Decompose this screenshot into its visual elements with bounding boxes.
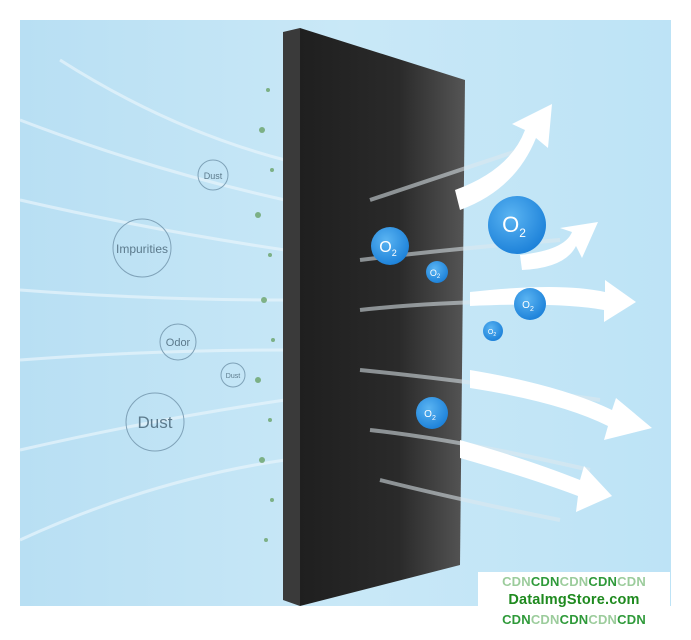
pollutant-label-dust: Dust [226,373,240,380]
watermark-line-1: CDNCDNCDNCDNCDN [502,574,646,589]
pollutant-circles [112,159,246,452]
fresh-air-arrows [455,104,652,512]
dust-particles [255,88,275,542]
pollutant-label-impurities: Impurities [116,242,168,256]
oxygen-label: O2 [379,239,396,258]
filter-edge [283,28,300,606]
pollutant-label-dust: Dust [138,413,173,432]
arrow-icon [470,370,652,440]
arrow-icon [455,104,552,210]
oxygen-bubbles [371,196,546,429]
arrow-icon [460,440,612,512]
watermark-site: DataImgStore.com [508,592,640,608]
airflow-streaks-left [19,58,286,542]
arrow-icon [520,222,598,270]
oxygen-label: O2 [522,300,534,313]
filter-panel [300,28,465,606]
arrow-icon [470,280,636,322]
pollutant-label-dust: Dust [204,171,223,181]
oxygen-label: O2 [430,268,441,280]
pollutant-label-odor: Odor [166,337,191,349]
watermark-line-3: CDNCDNCDNCDNCDN [502,612,646,627]
watermark: CDNCDNCDNCDNCDN DataImgStore.com CDNCDNC… [478,572,670,640]
oxygen-label: O2 [488,329,496,338]
oxygen-label: O2 [424,409,436,422]
oxygen-label: O2 [502,212,526,240]
